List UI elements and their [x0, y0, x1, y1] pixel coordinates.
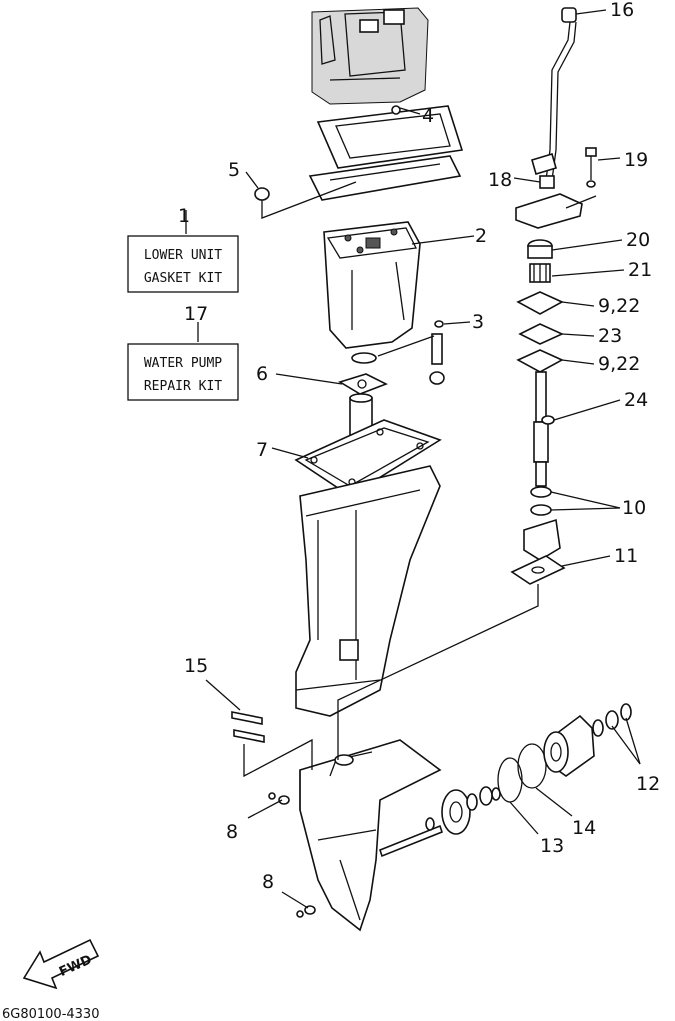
gasket-11 — [510, 555, 566, 585]
callout-3: 3 — [472, 311, 484, 333]
callout-5: 5 — [228, 159, 240, 181]
callout-19: 19 — [624, 149, 648, 171]
callout-18: 18 — [488, 169, 512, 191]
bolt-8-upper — [268, 792, 276, 800]
upper-casing — [323, 221, 421, 349]
callout-11: 11 — [614, 545, 638, 567]
callout-4: 4 — [422, 105, 434, 127]
callout-9-22-lower: 9,22 — [598, 353, 640, 375]
pump-housing — [515, 193, 597, 229]
pump-kit-line2: REPAIR KIT — [144, 379, 222, 394]
callout-20: 20 — [626, 229, 650, 251]
impeller-21 — [529, 263, 551, 283]
callout-17: 17 — [184, 303, 208, 325]
callout-9-22-upper: 9,22 — [598, 295, 640, 317]
gasket-kit-line1: LOWER UNIT — [144, 248, 222, 263]
powerhead-housing — [311, 7, 429, 105]
callout-1: 1 — [178, 205, 190, 227]
washer-8-upper — [278, 795, 290, 805]
callout-numbers: 1 2 3 4 5 6 7 8 8 9,22 9,22 10 11 12 13 … — [178, 0, 660, 893]
leader-lines — [185, 9, 641, 909]
callout-12: 12 — [636, 773, 660, 795]
dowel-pin — [429, 320, 445, 385]
callout-6: 6 — [256, 363, 268, 385]
anode-15 — [231, 711, 265, 743]
gasket-kit-line2: GASKET KIT — [144, 271, 222, 286]
assembly-lines — [243, 181, 539, 778]
diagram-code: 6G80100-4330 — [2, 1007, 99, 1021]
lower-casing — [295, 465, 441, 717]
drive-shaft-pump — [533, 371, 555, 487]
gasket-23 — [518, 323, 564, 345]
forward-arrow-icon: FWD — [22, 938, 100, 990]
gasket-7 — [294, 419, 442, 497]
propeller-shaft-housing — [543, 714, 595, 777]
o-ring-14 — [517, 743, 547, 789]
gasket-6 — [338, 373, 388, 395]
pump-kit-line1: WATER PUMP — [144, 356, 222, 371]
callout-8-upper: 8 — [226, 821, 238, 843]
callout-16: 16 — [610, 0, 634, 21]
bearing-housing-13 — [441, 786, 501, 835]
callout-24: 24 — [624, 389, 648, 411]
callout-2: 2 — [475, 225, 487, 247]
bolt-19 — [585, 147, 597, 188]
insert-cartridge-20 — [527, 239, 553, 259]
callout-21: 21 — [628, 259, 652, 281]
callout-7: 7 — [256, 439, 268, 461]
callout-15: 15 — [184, 655, 208, 677]
callout-13: 13 — [540, 835, 564, 857]
casing-washer — [351, 352, 377, 364]
gasket-kit-box: LOWER UNIT GASKET KIT — [127, 235, 239, 293]
callout-23: 23 — [598, 325, 622, 347]
callout-14: 14 — [572, 817, 596, 839]
propeller-shaft — [379, 817, 443, 858]
outer-plate-cartridge-9-22-lower — [516, 349, 564, 373]
gear-case — [299, 739, 442, 932]
grommet-18 — [531, 153, 557, 189]
callout-8-lower: 8 — [262, 871, 274, 893]
nut-5 — [254, 187, 270, 201]
oil-seals-10 — [530, 486, 552, 516]
oil-seal-housing — [523, 518, 561, 561]
seal-stack-12 — [592, 703, 632, 737]
outer-plate-cartridge-9-22-upper — [516, 291, 564, 315]
bolt-8-lower — [296, 910, 304, 918]
callout-10: 10 — [622, 497, 646, 519]
pump-kit-box: WATER PUMP REPAIR KIT — [127, 343, 239, 401]
upper-gasket-plate — [308, 105, 464, 201]
